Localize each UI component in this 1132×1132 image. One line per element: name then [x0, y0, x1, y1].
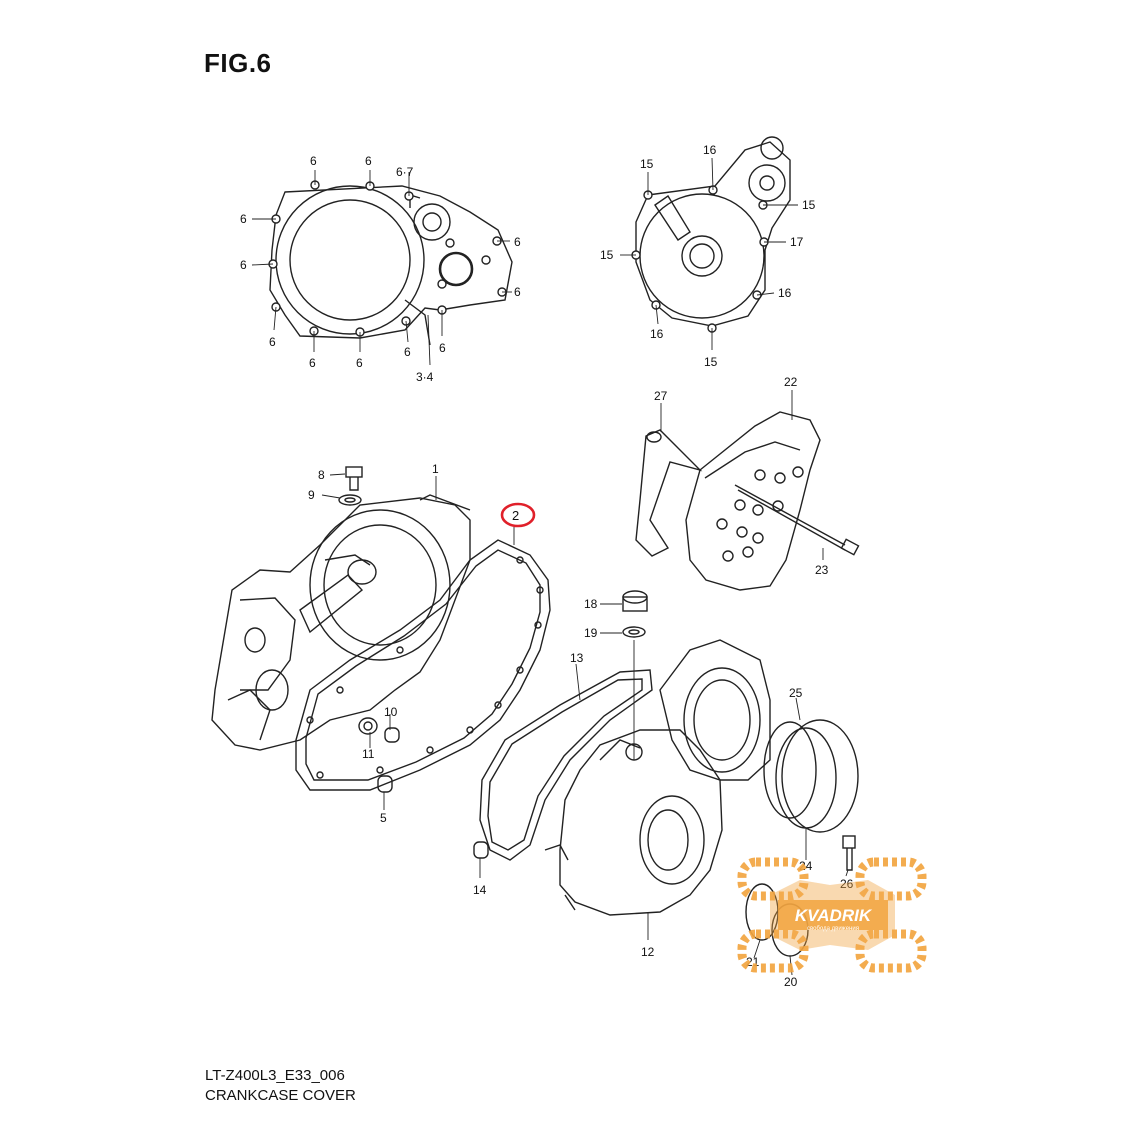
callout: 6: [240, 212, 247, 226]
callout: 22: [784, 375, 798, 389]
bolt-8-washer-9: [338, 466, 363, 506]
callout: 3·4: [416, 370, 434, 384]
callout: 6: [310, 154, 317, 168]
callout: 1: [432, 462, 439, 476]
callout: 14: [473, 883, 487, 897]
figure-title: FIG.6: [204, 48, 272, 78]
callout: 6: [514, 285, 521, 299]
callout: 6: [365, 154, 372, 168]
watermark-brand: KVADRIK: [795, 906, 873, 925]
callout-labels: 6 6 6·7 6 6 6 6 6 6 6 6 6 3·4 15 16 15 1…: [240, 143, 854, 989]
callout: 11: [362, 747, 375, 761]
callout: 10: [384, 705, 398, 719]
generator-cover-12: [544, 729, 723, 916]
watermark-tagline: свобода движения: [807, 926, 859, 932]
clutch-cover-top-view: [268, 180, 513, 346]
gasket-2: [295, 539, 551, 791]
callout: 15: [640, 157, 654, 171]
bolt-23: [734, 484, 860, 556]
callout: 6: [240, 258, 247, 272]
callout: 18: [584, 597, 598, 611]
callout: 6: [514, 235, 521, 249]
callout: 19: [584, 626, 598, 640]
callout: 16: [650, 327, 664, 341]
dowel-pin-14: [473, 841, 489, 859]
callout: 27: [654, 389, 668, 403]
callout: 6: [439, 341, 446, 355]
guard-plate-22: [685, 411, 821, 591]
gasket-13: [479, 669, 653, 861]
bracket-27: [635, 429, 703, 557]
callout: 6: [356, 356, 363, 370]
plug-18-washer-19: [622, 590, 648, 760]
housing-behind-12: [659, 639, 771, 781]
bolt-26: [842, 835, 856, 871]
callout: 15: [600, 248, 614, 262]
callout: 12: [641, 945, 655, 959]
callout: 9: [308, 488, 315, 502]
callout: 6: [404, 345, 411, 359]
diagram-name: CRANKCASE COVER: [205, 1087, 356, 1104]
callout: 13: [570, 651, 584, 665]
callout: 15: [704, 355, 718, 369]
callout: 16: [703, 143, 717, 157]
callout: 6: [269, 335, 276, 349]
callout: 6·7: [396, 165, 414, 179]
callout: 25: [789, 686, 803, 700]
callout: 26: [840, 877, 854, 891]
cover-24-oring-25: [763, 719, 859, 833]
kvadrik-watermark-logo: KVADRIK свобода движения: [737, 857, 927, 973]
clutch-cover-1: [211, 494, 471, 751]
callout: 5: [380, 811, 387, 825]
model-code: LT-Z400L3_E33_006: [205, 1067, 345, 1084]
callout: 8: [318, 468, 325, 482]
callout: 23: [815, 563, 829, 577]
generator-cover-top-view: [631, 136, 791, 333]
callout: 2: [512, 508, 519, 523]
callout: 6: [309, 356, 316, 370]
callout: 20: [784, 975, 798, 989]
highlighted-callout-2: 2: [500, 502, 536, 528]
callout: 17: [790, 235, 804, 249]
dowel-pins-seal-10-11-5: [358, 717, 400, 793]
callout: 15: [802, 198, 816, 212]
callout: 16: [778, 286, 792, 300]
